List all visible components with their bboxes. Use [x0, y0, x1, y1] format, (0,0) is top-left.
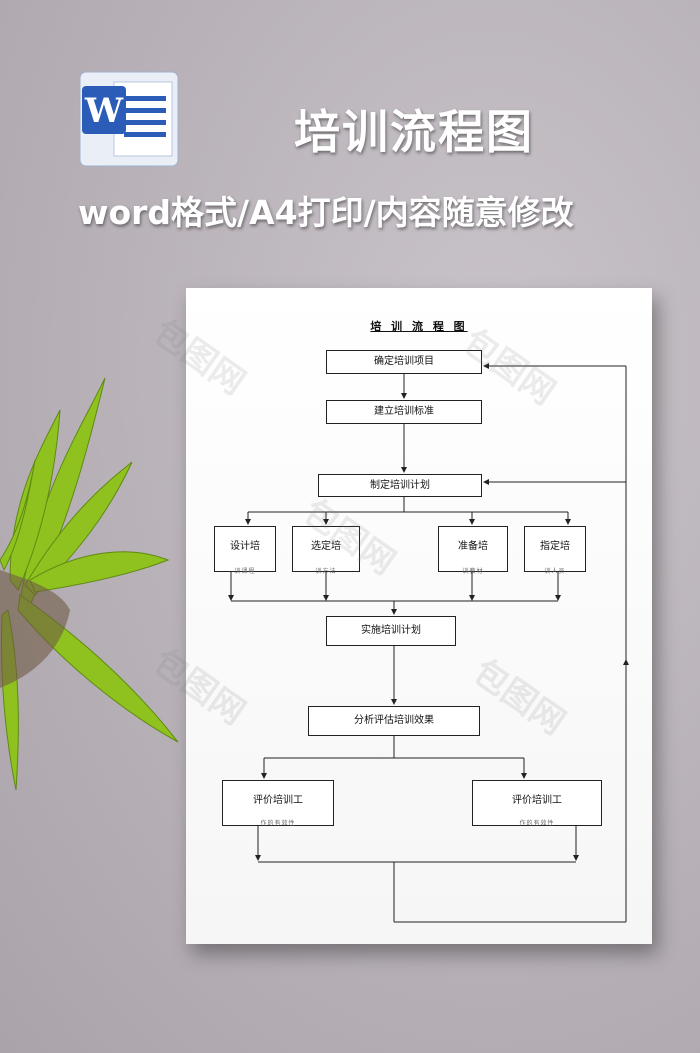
main-title: 培训流程图	[294, 105, 534, 159]
node-sublabel: 训教材	[462, 568, 484, 575]
leaf	[0, 459, 36, 572]
pot	[0, 570, 70, 688]
document-page: 培 训 流 程 图 确定培训项目 建立培训标准 制定培训计划 设计培 训课程 选…	[186, 288, 652, 944]
node-sublabel: 训课程	[234, 568, 256, 575]
flowchart-connectors	[228, 363, 629, 923]
node-sublabel: 训方法	[315, 568, 337, 575]
node-select-method: 选定培 训方法	[292, 526, 360, 575]
node-evaluate-right: 评价培训工 作的有效性	[472, 780, 602, 827]
node-label: 选定培	[311, 541, 341, 552]
node-make-plan: 制定培训计划	[318, 474, 482, 497]
node-label: 建立培训标准	[374, 406, 434, 417]
plant-image	[0, 377, 179, 791]
node-label: 制定培训计划	[370, 480, 430, 491]
node-label: 分析评估培训效果	[354, 715, 434, 726]
word-logo-icon: W	[79, 71, 179, 167]
node-label: 设计培	[230, 541, 260, 552]
leaf	[9, 409, 61, 591]
word-logo-letter: W	[84, 91, 124, 131]
node-implement-plan: 实施培训计划	[326, 616, 456, 646]
node-set-standard: 建立培训标准	[326, 400, 482, 424]
node-prepare-materials: 准备培 训教材	[438, 526, 508, 575]
subtitle: word格式/A4打印/内容随意修改	[78, 193, 574, 232]
leaf	[29, 551, 170, 593]
node-evaluate-left: 评价培训工 作的有效性	[222, 780, 334, 827]
node-label: 评价培训工	[253, 795, 303, 806]
node-define-project: 确定培训项目	[326, 350, 482, 374]
node-sublabel: 作的有效性	[519, 820, 555, 827]
node-sublabel: 训人员	[544, 568, 566, 575]
node-assign-staff: 指定培 训人员	[524, 526, 586, 575]
node-sublabel: 作的有效性	[260, 820, 296, 827]
node-design-course: 设计培 训课程	[214, 526, 276, 575]
node-label: 确定培训项目	[374, 356, 434, 367]
node-analyze-effect: 分析评估培训效果	[308, 706, 480, 736]
node-label: 指定培	[540, 541, 570, 552]
node-label: 准备培	[458, 541, 488, 552]
node-label: 评价培训工	[512, 795, 562, 806]
node-label: 实施培训计划	[361, 625, 421, 636]
document-title: 培 训 流 程 图	[370, 320, 468, 333]
